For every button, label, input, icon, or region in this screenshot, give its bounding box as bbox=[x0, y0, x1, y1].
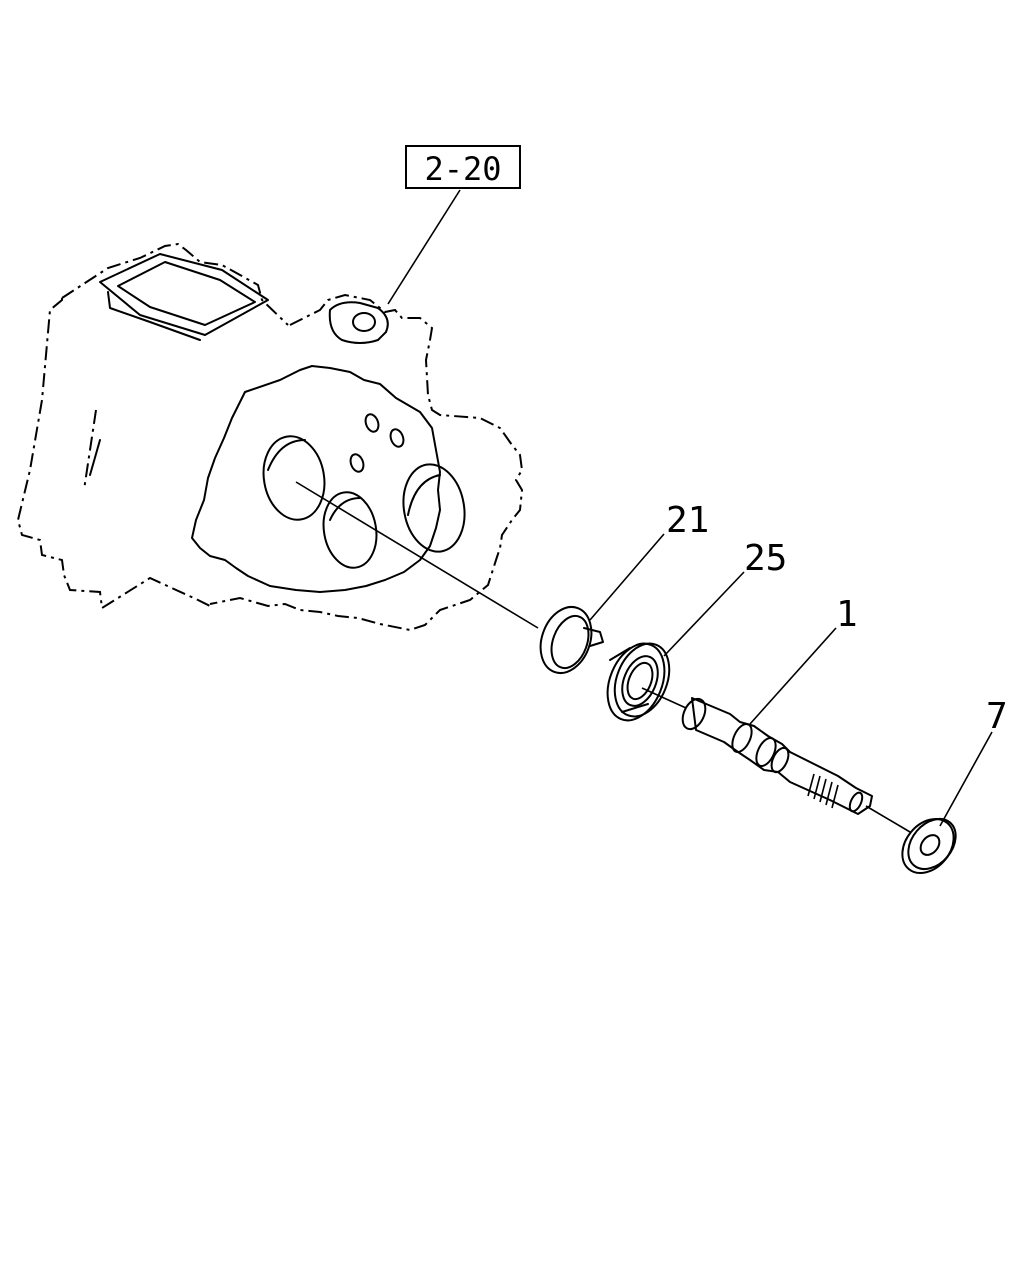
callout-leader-1 bbox=[749, 627, 837, 725]
reference-leader-line bbox=[387, 189, 461, 305]
callout-1[interactable]: 1 bbox=[749, 594, 858, 725]
callout-7[interactable]: 7 bbox=[939, 696, 1008, 827]
assembly-axis-line bbox=[295, 481, 539, 629]
reference-label: 2-20 bbox=[424, 150, 501, 188]
assembly-axis-line-3 bbox=[865, 805, 911, 833]
assembly-axis-line-2 bbox=[641, 687, 687, 709]
reference-callout-2-20[interactable]: 2-20 bbox=[387, 145, 521, 305]
callout-leader-25 bbox=[663, 571, 745, 657]
callout-label-25: 25 bbox=[744, 538, 787, 579]
bearing-part-25 bbox=[606, 642, 671, 722]
washer-part-7 bbox=[901, 817, 957, 874]
callout-leader-7 bbox=[939, 731, 993, 827]
reference-box bbox=[405, 145, 521, 189]
callout-label-7: 7 bbox=[986, 696, 1008, 737]
snap-ring-part-21 bbox=[539, 606, 604, 674]
callout-25[interactable]: 25 bbox=[663, 538, 787, 657]
shaft-part-1 bbox=[681, 697, 873, 815]
callout-leader-21 bbox=[589, 533, 665, 621]
callout-21[interactable]: 21 bbox=[589, 500, 709, 621]
transmission-housing bbox=[16, 242, 524, 632]
callout-label-21: 21 bbox=[666, 500, 709, 541]
callout-label-1: 1 bbox=[836, 594, 858, 635]
